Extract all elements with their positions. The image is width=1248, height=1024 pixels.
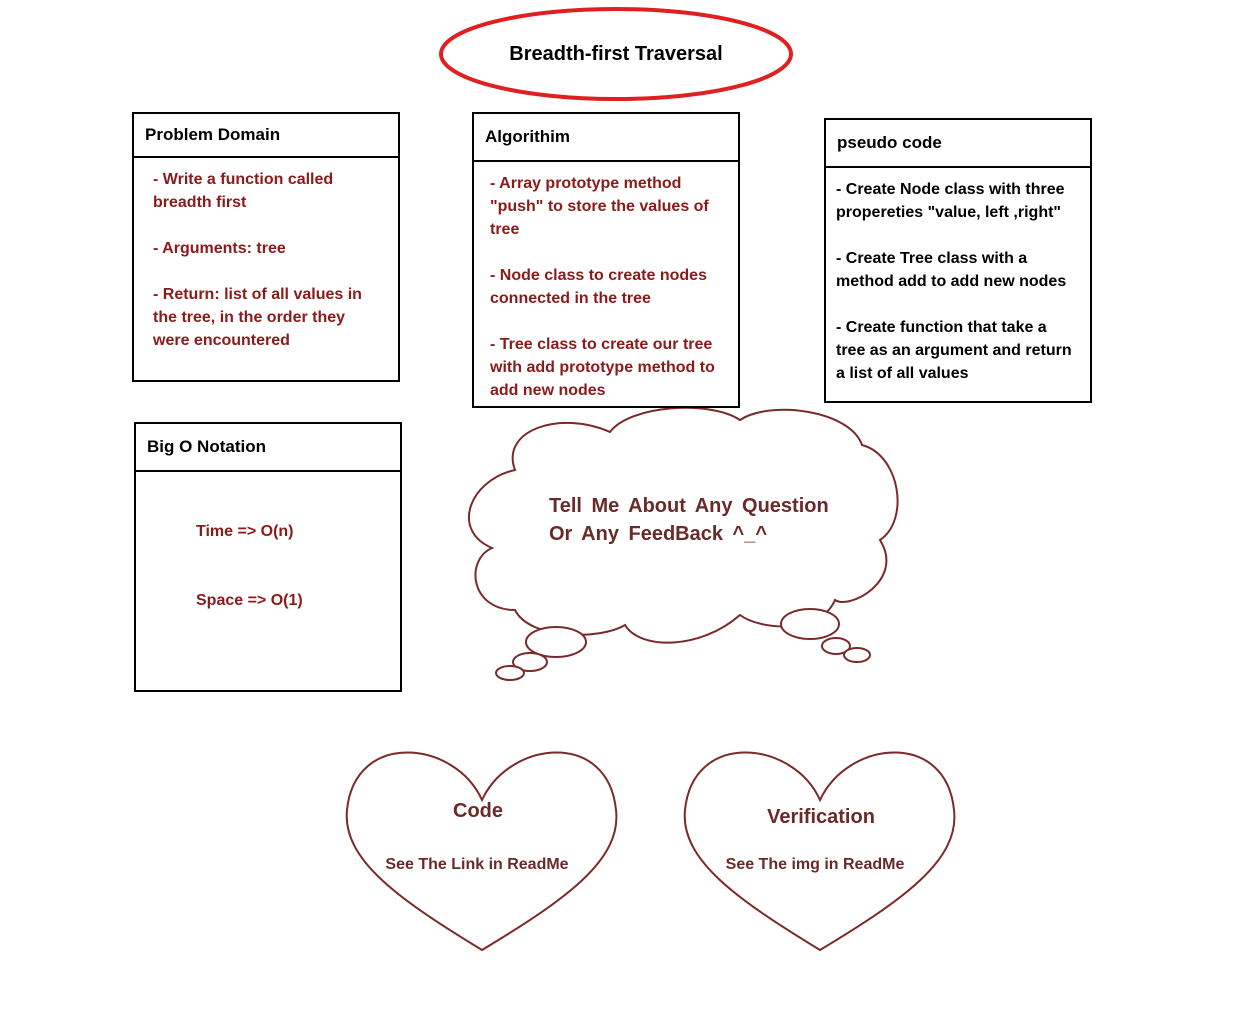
heart-code-title: Code <box>453 800 503 822</box>
algorithm-item: - Tree class to create our tree with add… <box>490 336 715 399</box>
problem-domain-item: - Write a function called breadth first <box>153 171 334 211</box>
thought-cloud <box>467 406 899 681</box>
pseudo-code-item: - Create Node class with three propereti… <box>836 181 1065 221</box>
pseudo-code-heading: pseudo code <box>826 120 1090 168</box>
page-title: Breadth-first Traversal <box>509 42 723 65</box>
cloud-message: Tell Me About Any Question Or Any FeedBa… <box>549 492 869 548</box>
pseudo-code-item: - Create function that take a tree as an… <box>836 319 1072 382</box>
heart-code-subtitle: See The Link in ReadMe <box>385 856 569 873</box>
algorithm-heading: Algorithim <box>474 114 738 162</box>
big-o-heading: Big O Notation <box>136 424 400 472</box>
heart-verification-subtitle: See The img in ReadMe <box>725 856 905 873</box>
cloud-line-2: Or Any FeedBack ^_^ <box>549 523 768 545</box>
title-ellipse <box>439 7 793 101</box>
cloud-line-1: Tell Me About Any Question <box>549 495 829 517</box>
problem-domain-item: - Arguments: tree <box>153 240 286 257</box>
pseudo-code-item: - Create Tree class with a method add to… <box>836 250 1067 290</box>
pseudo-code-box: pseudo code - Create Node class with thr… <box>824 118 1092 403</box>
problem-domain-heading: Problem Domain <box>134 114 398 158</box>
problem-domain-item: - Return: list of all values in the tree… <box>153 286 362 349</box>
problem-domain-box: Problem Domain - Write a function called… <box>132 112 400 382</box>
heart-code-shape <box>345 751 618 952</box>
heart-verification-title: Verification <box>767 806 875 828</box>
big-o-space: Space => O(1) <box>196 592 303 609</box>
algorithm-item: - Node class to create nodes connected i… <box>490 267 707 307</box>
heart-verification-shape <box>683 751 956 952</box>
big-o-time: Time => O(n) <box>196 523 294 540</box>
algorithm-item: - Array prototype method "push" to store… <box>490 175 709 238</box>
algorithm-box: Algorithim - Array prototype method "pus… <box>472 112 740 408</box>
big-o-box: Big O Notation Time => O(n) Space => O(1… <box>134 422 402 692</box>
